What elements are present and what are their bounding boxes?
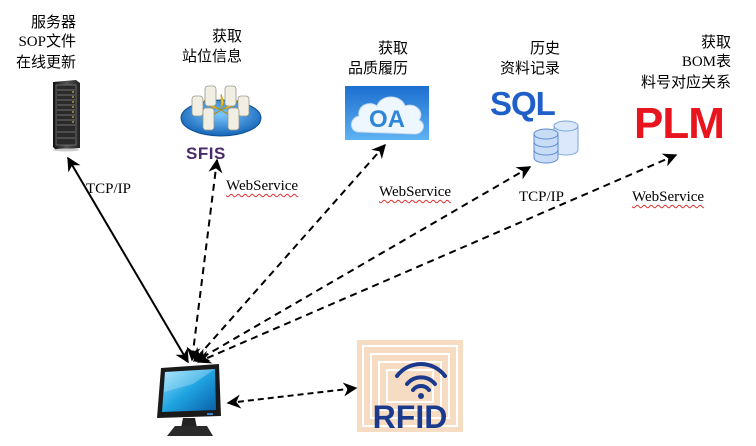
sql-label: 历史 资料记录 bbox=[470, 38, 560, 78]
rfid-logo-text: RFID bbox=[373, 399, 448, 432]
label-line: 料号对应关系 bbox=[640, 73, 731, 91]
label-line: 获取 bbox=[700, 33, 731, 51]
label-line: 站位信息 bbox=[181, 47, 242, 65]
edge-terminal-rfid bbox=[226, 382, 358, 409]
server-rack-icon bbox=[50, 80, 82, 152]
edge-label-plm: WebService bbox=[632, 189, 705, 205]
label-line: 资料记录 bbox=[499, 59, 560, 77]
sfis-network-icon: SFIS bbox=[176, 78, 266, 166]
oa-cloud-icon: OA bbox=[345, 86, 429, 140]
label-line: 历史 bbox=[529, 39, 560, 57]
edge-sfis-terminal bbox=[186, 158, 223, 362]
sfis-logo-text: SFIS bbox=[186, 144, 226, 163]
sql-database-icon: SQL bbox=[488, 86, 588, 166]
plm-logo-icon: PLM bbox=[634, 99, 725, 148]
edge-plm-terminal bbox=[196, 153, 678, 364]
oa-logo-text: OA bbox=[369, 106, 405, 133]
monitor-icon bbox=[155, 364, 227, 440]
label-line: SOP文件 bbox=[18, 34, 76, 50]
label-line: 服务器 bbox=[30, 13, 76, 31]
plm-label: 获取 BOM表 料号对应关系 bbox=[600, 32, 731, 92]
label-line: 在线更新 bbox=[15, 53, 76, 71]
edge-label-oa: WebService bbox=[379, 184, 452, 200]
label-line: 获取 bbox=[377, 39, 408, 57]
edge-label-sfis: WebService bbox=[226, 178, 299, 194]
label-line: 品质履历 bbox=[347, 59, 408, 77]
edge-label-server: TCP/IP bbox=[86, 181, 132, 197]
label-line: BOM表 bbox=[681, 54, 731, 70]
rfid-tag-icon: RFID bbox=[357, 340, 463, 432]
edge-server-terminal bbox=[67, 156, 189, 364]
label-line: 获取 bbox=[211, 27, 242, 45]
sfis-label: 获取 站位信息 bbox=[160, 26, 242, 66]
server-label: 服务器 SOP文件 在线更新 bbox=[2, 12, 76, 72]
sql-logo-text: SQL bbox=[490, 85, 556, 122]
oa-label: 获取 品质履历 bbox=[320, 38, 408, 78]
edge-label-sql: TCP/IP bbox=[519, 189, 565, 205]
edge-sql-terminal bbox=[194, 166, 532, 362]
